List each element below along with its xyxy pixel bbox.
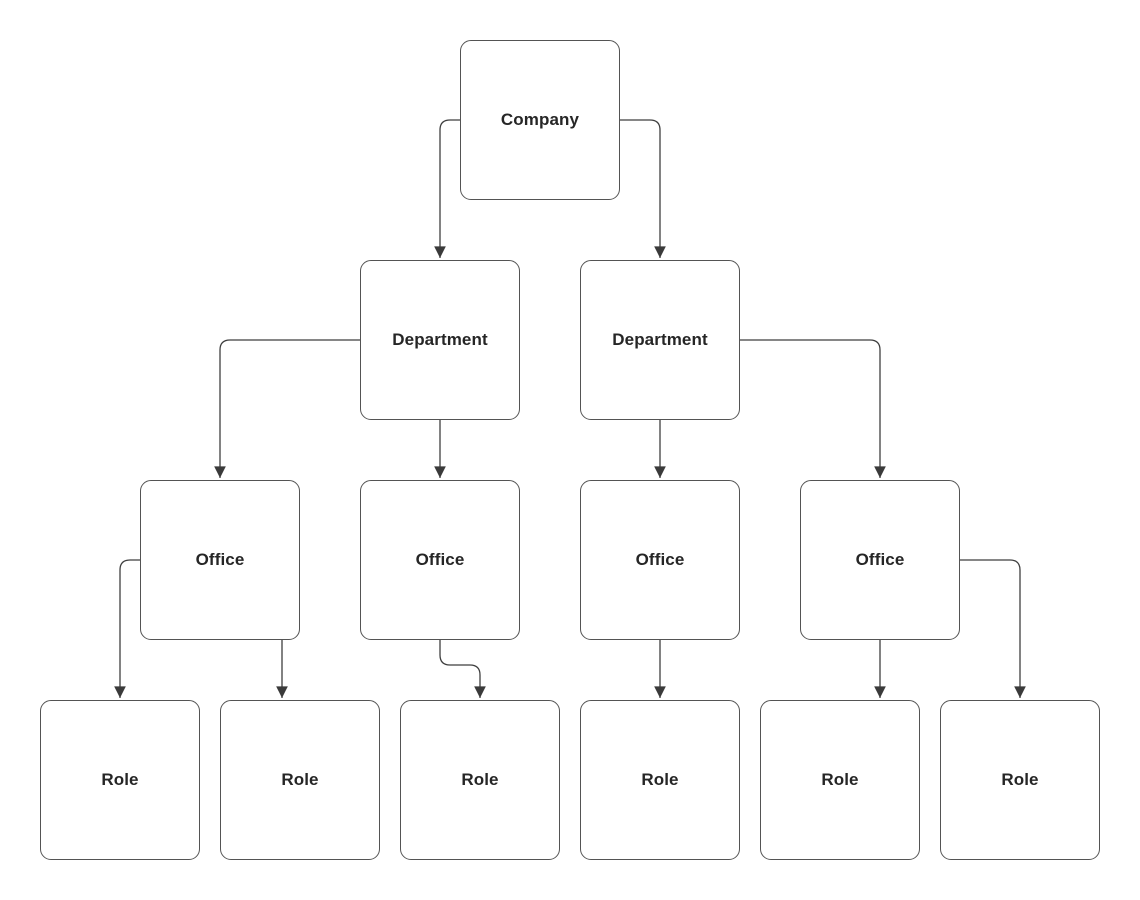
node-role-4[interactable]: Role [580, 700, 740, 860]
edge-office-4-to-role-6 [960, 559, 1026, 698]
node-role-1[interactable]: Role [40, 700, 200, 860]
node-role-3[interactable]: Role [400, 700, 560, 860]
edge-office-1-to-role-1 [114, 559, 140, 698]
edge-dept-2-to-office-4 [740, 339, 886, 478]
node-label-office-1: Office [195, 550, 245, 569]
node-office-4[interactable]: Office [800, 480, 960, 640]
node-label-role-3: Role [461, 770, 499, 789]
node-label-role-5: Role [821, 770, 859, 789]
node-role-6[interactable]: Role [940, 700, 1100, 860]
edge-company-to-dept-2 [620, 119, 666, 258]
node-label-office-4: Office [855, 550, 905, 569]
node-role-5[interactable]: Role [760, 700, 920, 860]
node-company[interactable]: Company [460, 40, 620, 200]
node-label-role-4: Role [641, 770, 679, 789]
node-label-office-3: Office [635, 550, 685, 569]
edge-office-2-to-role-3 [439, 640, 486, 698]
edge-dept-1-to-office-1 [214, 339, 360, 478]
node-label-dept-1: Department [392, 330, 488, 349]
node-office-3[interactable]: Office [580, 480, 740, 640]
node-office-1[interactable]: Office [140, 480, 300, 640]
node-role-2[interactable]: Role [220, 700, 380, 860]
node-label-role-6: Role [1001, 770, 1039, 789]
edge-company-to-dept-1 [434, 119, 460, 258]
node-dept-2[interactable]: Department [580, 260, 740, 420]
node-dept-1[interactable]: Department [360, 260, 520, 420]
node-label-role-1: Role [101, 770, 139, 789]
node-label-company: Company [500, 110, 580, 129]
node-label-role-2: Role [281, 770, 319, 789]
node-office-2[interactable]: Office [360, 480, 520, 640]
node-label-office-2: Office [415, 550, 465, 569]
node-label-dept-2: Department [612, 330, 708, 349]
